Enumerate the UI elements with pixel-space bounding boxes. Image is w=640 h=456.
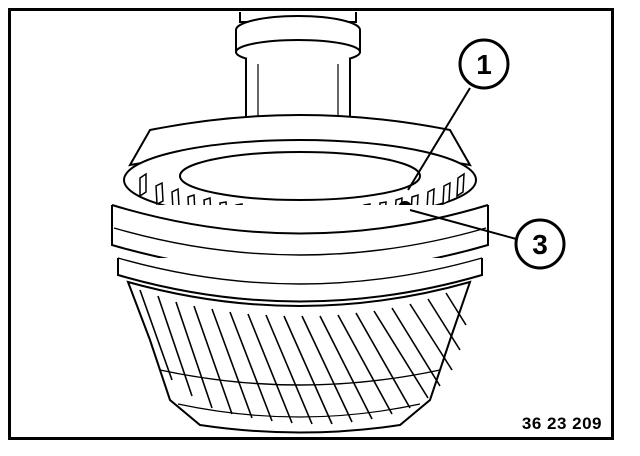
callout-3-leader xyxy=(409,209,521,241)
callout-1-leader xyxy=(407,87,471,191)
sleeve xyxy=(111,204,489,303)
callout-1-marker: 1 xyxy=(458,38,510,90)
synchronizer-ring xyxy=(123,114,477,227)
callout-3-marker: 3 xyxy=(514,218,566,270)
helical-gear xyxy=(126,280,472,434)
callout-1-label: 1 xyxy=(476,49,492,80)
figure-number: 36 23 209 xyxy=(521,414,602,433)
callout-3-label: 3 xyxy=(532,229,548,260)
